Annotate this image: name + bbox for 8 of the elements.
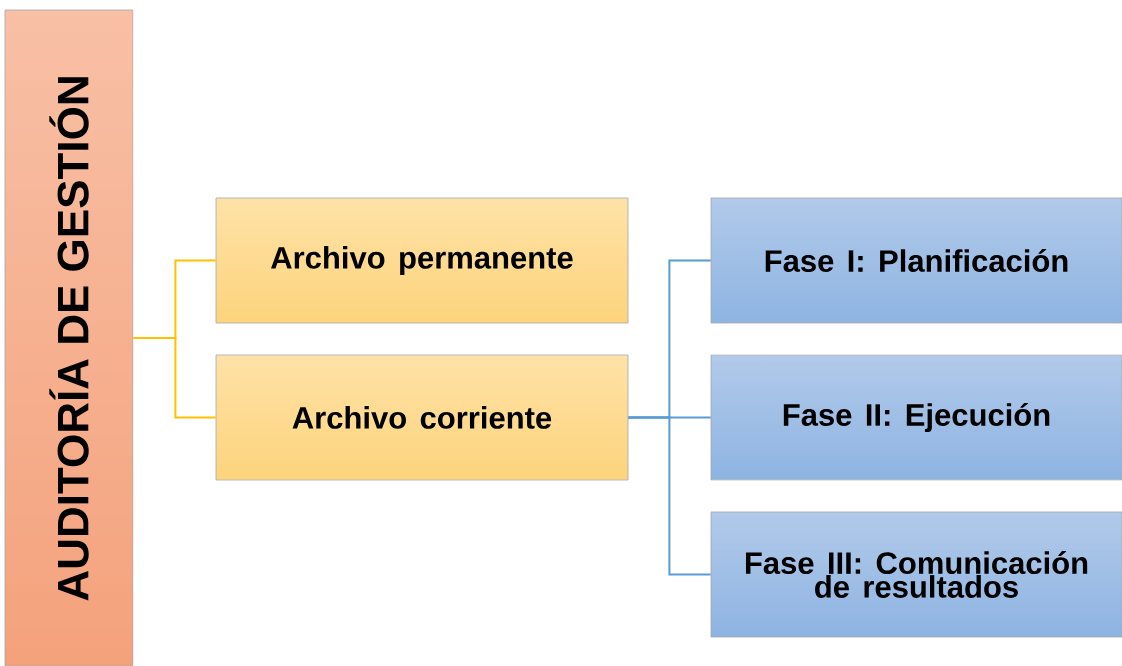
phase-box: Fase II: Ejecución	[710, 354, 1122, 481]
connector-line	[627, 416, 712, 576]
connector-line	[132, 337, 217, 419]
phase-box: Fase I: Planificación	[710, 197, 1122, 324]
title-band: AUDITORÍA DE GESTIÓN	[4, 9, 134, 666]
folder-box: Archivo corriente	[215, 354, 629, 481]
folder-box: Archivo permanente	[215, 197, 629, 324]
phase-box: Fase III: Comunicación de resultados	[710, 511, 1122, 638]
